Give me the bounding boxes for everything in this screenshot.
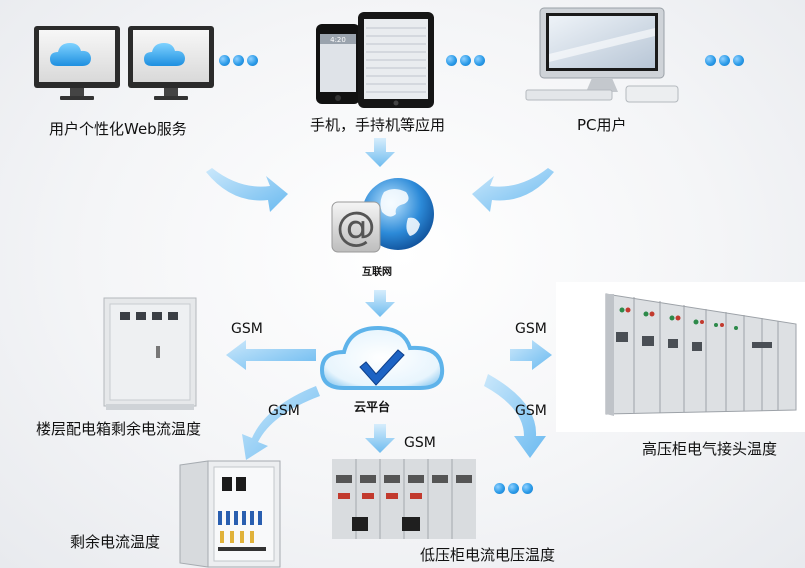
arrow-cloud-to-hv-cabinet	[510, 340, 552, 370]
arrow-cloud-to-lower-right	[484, 374, 546, 458]
gsm-bottom-label: GSM	[404, 435, 436, 451]
arrow-web-to-internet	[206, 168, 288, 212]
arrow-pc-to-internet	[472, 168, 554, 212]
mobile-devices-icon: 4:20	[316, 12, 434, 108]
arrow-cloud-to-lv-cabinet	[365, 424, 395, 453]
more-dots	[705, 55, 744, 66]
cloud-check-icon	[319, 325, 445, 390]
cloud-platform-label: 云平台	[354, 400, 391, 414]
cabinet-icon	[332, 459, 476, 539]
more-dots	[219, 55, 258, 66]
cabinet-icon	[605, 293, 797, 416]
arrow-mobile-to-internet	[365, 138, 395, 167]
globe-icon: @	[331, 178, 434, 253]
web-monitors-icon	[34, 26, 214, 100]
mobile-apps-label: 手机，手持机等应用	[310, 116, 446, 134]
gsm-left-label: GSM	[231, 321, 263, 337]
cabinet-icon	[103, 297, 197, 410]
arrow-cloud-to-floor-box	[226, 340, 316, 370]
tablet-icon	[358, 12, 434, 108]
pc-users-label: PC用户	[577, 116, 627, 134]
web-service-label: 用户个性化Web服务	[49, 120, 187, 138]
cloud-icon	[50, 43, 91, 66]
more-dots	[446, 55, 485, 66]
desktop-computer-icon	[525, 7, 679, 103]
arrow-internet-to-cloud	[365, 290, 395, 317]
hv-cabinet-label: 高压柜电气接头温度	[642, 440, 778, 458]
internet-label: 互联网	[362, 267, 392, 278]
hv-cabinet-row-icon	[556, 282, 805, 432]
more-dots	[494, 483, 533, 494]
residual-current-label: 剩余电流温度	[70, 533, 161, 551]
cabinet-icon	[179, 460, 281, 568]
floor-box-label: 楼层配电箱剩余电流温度	[36, 420, 202, 438]
phone-time: 4:20	[330, 36, 346, 44]
gsm-lower-right-label: GSM	[515, 403, 547, 419]
arrow-cloud-to-residual	[242, 386, 320, 460]
gsm-right-label: GSM	[515, 321, 547, 337]
lv-cabinet-label: 低压柜电流电压温度	[420, 546, 556, 564]
gsm-lower-left-label: GSM	[268, 403, 300, 419]
phone-icon: 4:20	[316, 24, 360, 104]
at-symbol: @	[336, 204, 376, 250]
